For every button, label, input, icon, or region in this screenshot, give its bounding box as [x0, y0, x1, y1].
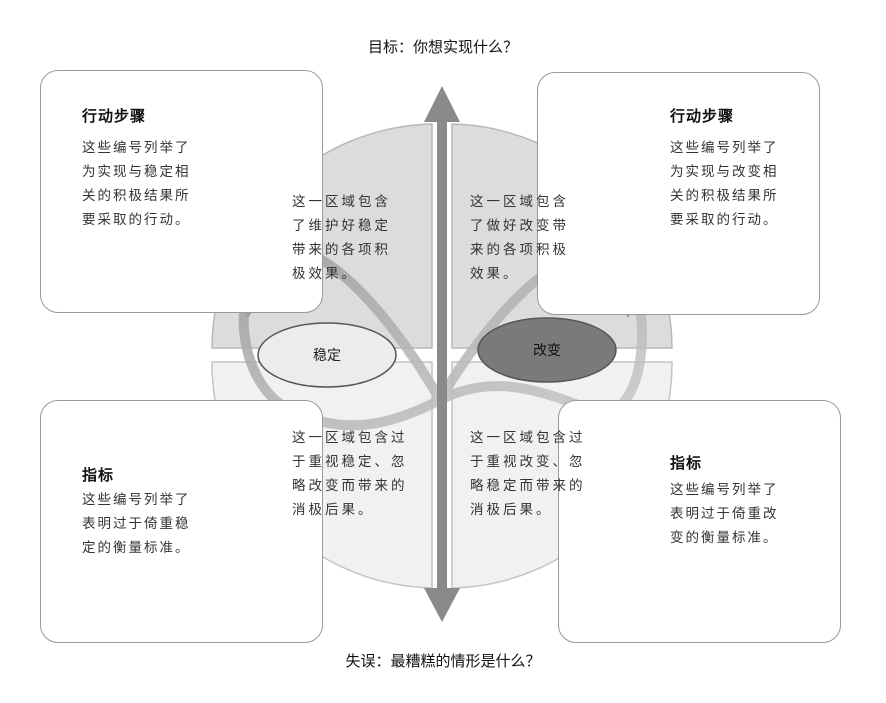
- top-left-box-title: 行动步骤: [82, 107, 147, 125]
- bottom-left-indicator-box: [40, 400, 323, 643]
- bottom-left-box-title: 指标: [82, 466, 115, 484]
- goal-question: 目标：你想实现什么？: [367, 38, 518, 56]
- fear-question: 失误：最糟糕的情形是什么？: [345, 652, 541, 670]
- change-ellipse: [477, 317, 617, 383]
- axis-arrow-down: [424, 588, 460, 622]
- stability-ellipse: [257, 322, 397, 388]
- bottom-left-box-body: 这些编号列举了 表明过于倚重稳 定的衡量标准。: [82, 492, 191, 556]
- top-left-action-box: [40, 70, 323, 313]
- vertical-axis: [437, 112, 447, 598]
- bottom-right-box-body: 这些编号列举了 表明过于倚重改 变的衡量标准。: [670, 482, 779, 546]
- axis-arrow-up: [424, 86, 460, 122]
- upper-left-quadrant-text: 这一区域包含 了维护好稳定 带来的各项积 极效果。: [292, 194, 391, 282]
- stability-label: 稳定: [313, 348, 341, 364]
- top-left-box-body: 这些编号列举了 为实现与稳定相 关的积极结果所 要采取的行动。: [82, 140, 191, 228]
- upper-right-quadrant-text: 这一区域包含 了做好改变带 来的各项积极 效果。: [470, 194, 569, 282]
- lower-left-quadrant-text: 这一区域包含过 于重视稳定、忽 略改变而带来的 消极后果。: [292, 430, 408, 518]
- bottom-right-box-title: 指标: [670, 454, 703, 472]
- top-right-box-title: 行动步骤: [670, 107, 735, 125]
- bottom-right-indicator-box: [558, 400, 841, 643]
- change-label: 改变: [533, 343, 561, 359]
- top-right-box-body: 这些编号列举了 为实现与改变相 关的积极结果所 要采取的行动。: [670, 140, 779, 228]
- lower-right-quadrant-text: 这一区域包含过 于重视改变、忽 略稳定而带来的 消极后果。: [470, 430, 586, 518]
- top-right-action-box: [537, 72, 820, 315]
